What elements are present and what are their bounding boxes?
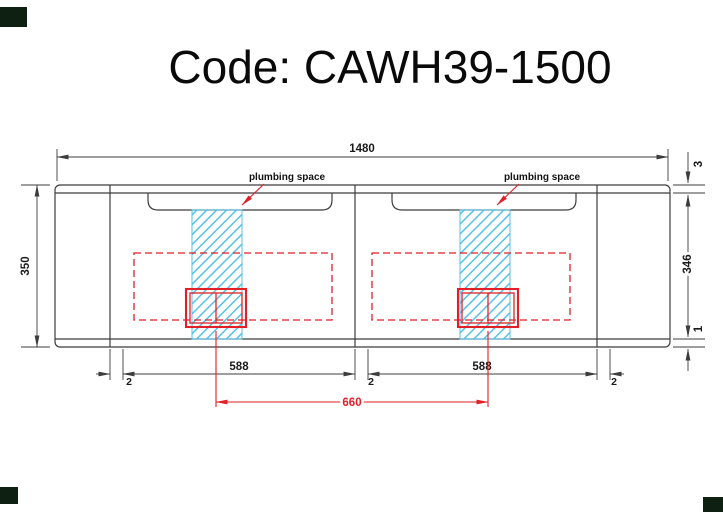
dim-label-3: 3 <box>693 161 705 167</box>
drawer-outline-right <box>371 252 571 321</box>
dim-label-gap-center: 2 <box>368 376 374 388</box>
dim-label-1: 1 <box>693 325 705 332</box>
plumbing-hatch-right <box>459 209 511 340</box>
plumbing-callout-right: plumbing space <box>496 172 581 206</box>
dim-label-gap-right: 2 <box>611 376 617 388</box>
dim-label-588-left: 588 <box>229 361 249 373</box>
drain-box-right <box>456 287 520 329</box>
corner-mark-top-left <box>0 7 27 27</box>
leader-arrow-right <box>496 183 520 206</box>
plumbing-label-left: plumbing space <box>249 172 326 183</box>
cabinet-outline <box>54 184 671 348</box>
corner-mark-bottom-right <box>703 497 723 512</box>
dim-label-346: 346 <box>682 254 694 273</box>
corner-mark-bottom-left <box>0 487 18 504</box>
basin-rim-right <box>391 193 577 211</box>
dim-depth-right: 3 346 1 <box>673 152 705 371</box>
dim-label-gap-left: 2 <box>126 376 132 388</box>
dim-depth-left: 350 <box>20 184 50 348</box>
dim-label-588-right: 588 <box>472 361 492 373</box>
basin-rim-left <box>147 193 333 211</box>
dim-label-1480: 1480 <box>349 143 375 155</box>
drawing-title: Code: CAWH39-1500 <box>168 41 611 93</box>
plumbing-callout-left: plumbing space <box>241 172 326 206</box>
dim-drain-spacing: 660 <box>215 331 489 412</box>
drain-box-outer <box>184 287 248 329</box>
cabinet-body <box>54 184 671 348</box>
drain-box-left <box>184 287 248 329</box>
plumbing-label-right: plumbing space <box>504 172 581 183</box>
drawer-outline-left <box>133 252 333 321</box>
dim-label-660: 660 <box>342 397 361 409</box>
plumbing-hatch-left <box>191 209 243 340</box>
dim-label-350: 350 <box>20 256 32 275</box>
dim-bottom-row: 588 588 2 2 2 <box>96 349 624 388</box>
drain-box-outer <box>456 287 520 329</box>
leader-arrow-left <box>241 183 265 206</box>
dim-overall-width: 1480 <box>56 143 669 181</box>
